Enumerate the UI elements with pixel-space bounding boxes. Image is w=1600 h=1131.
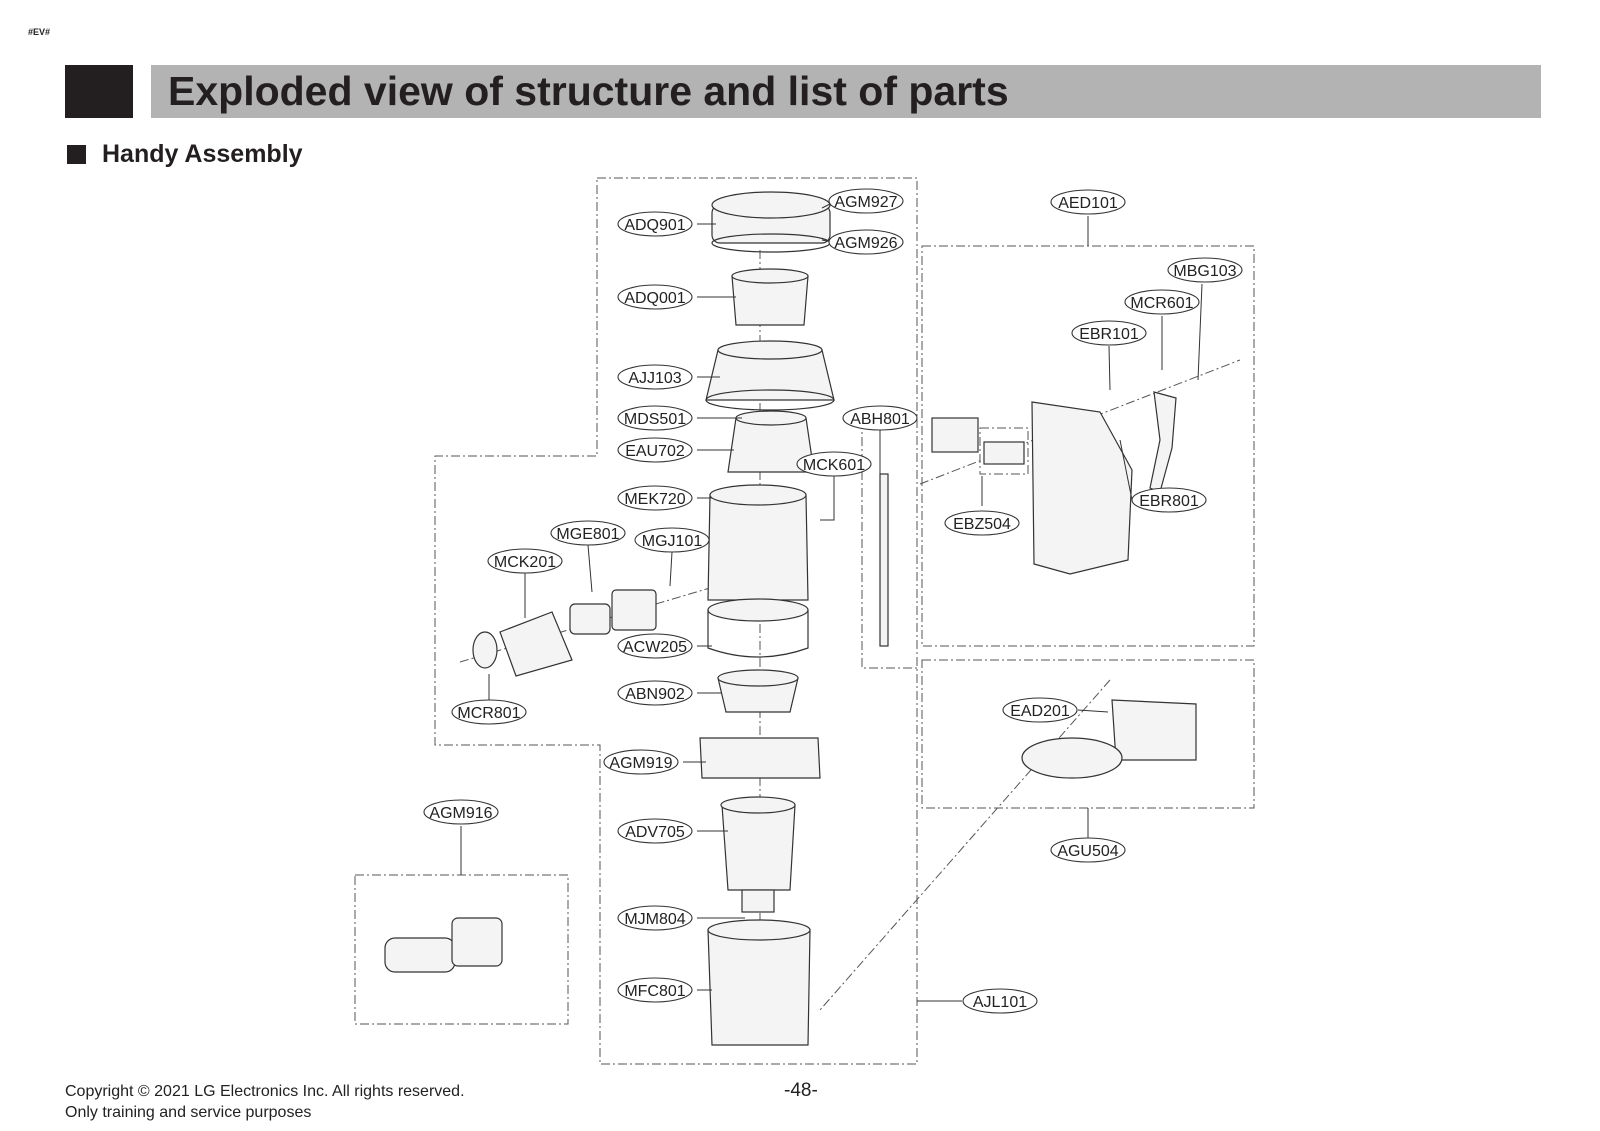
callout-ebr801: EBR801 — [1131, 487, 1207, 513]
callout-mcr801: MCR801 — [451, 699, 527, 725]
callout-mck601: MCK601 — [796, 451, 872, 477]
motor-cover-shape — [705, 340, 835, 411]
label-acw205: ACW205 — [623, 639, 687, 656]
intake-nozzle-shape — [472, 589, 657, 677]
title-accent-block — [65, 65, 133, 118]
callout-abh801: ABH801 — [842, 405, 918, 431]
callout-mge801: MGE801 — [550, 520, 626, 546]
label-agu504: AGU504 — [1057, 843, 1118, 860]
handle-body-shape — [1031, 391, 1177, 575]
leader-lines — [460, 202, 1203, 1002]
label-mge801: MGE801 — [556, 526, 619, 543]
label-ebr101: EBR101 — [1079, 326, 1139, 343]
handle-assembly-boundary — [921, 245, 1255, 647]
part-sketches — [384, 191, 1197, 1046]
page-number: -48- — [784, 1080, 818, 1101]
label-ebr801: EBR801 — [1139, 493, 1199, 510]
callout-mck201: MCK201 — [487, 548, 563, 574]
callout-agm919: AGM919 — [603, 749, 679, 775]
usage-note: Only training and service purposes — [65, 1104, 312, 1121]
callout-adq901: ADQ901 — [617, 211, 693, 237]
section-heading: Handy Assembly — [102, 140, 303, 168]
cyclone-ring-shape — [707, 598, 809, 658]
label-ebz504: EBZ504 — [953, 516, 1011, 533]
callout-aed101: AED101 — [1050, 189, 1126, 215]
callout-agm927: AGM927 — [828, 188, 904, 214]
pcb-detail-boundary — [979, 427, 1029, 475]
page-title: Exploded view of structure and list of p… — [168, 68, 1009, 114]
callout-ebz504: EBZ504 — [944, 510, 1020, 536]
label-agm927: AGM927 — [834, 194, 897, 211]
label-mcr801: MCR801 — [457, 705, 520, 722]
label-agm916: AGM916 — [429, 805, 492, 822]
callout-acw205: ACW205 — [617, 633, 693, 659]
handle-rail-shape — [879, 473, 889, 647]
pcb-shape — [931, 417, 1025, 465]
label-abh801: ABH801 — [850, 411, 910, 428]
handle-rail-boundary — [861, 420, 917, 669]
dust-bin-lower-shape — [707, 919, 811, 1046]
filter-shape — [731, 268, 809, 326]
label-mck201: MCK201 — [494, 554, 556, 571]
label-mds501: MDS501 — [624, 411, 686, 428]
title-bar — [151, 65, 1541, 118]
callout-eau702: EAU702 — [617, 437, 693, 463]
callout-mjm804: MJM804 — [617, 905, 693, 931]
callout-mfc801: MFC801 — [617, 977, 693, 1003]
motor-shape — [727, 410, 815, 473]
battery-case-shape — [1021, 699, 1197, 779]
label-mfc801: MFC801 — [624, 983, 685, 1000]
part-callouts: AGM927 ADQ901 AGM926 ADQ001 AJJ103 MDS50… — [423, 188, 1243, 1014]
callout-mbg103: MBG103 — [1167, 257, 1243, 283]
callout-agu504: AGU504 — [1050, 837, 1126, 863]
callout-ead201: EAD201 — [1002, 697, 1078, 723]
callout-agm926: AGM926 — [828, 229, 904, 255]
callout-adv705: ADV705 — [617, 818, 693, 844]
copyright-text: Copyright © 2021 LG Electronics Inc. All… — [65, 1083, 465, 1100]
label-agm919: AGM919 — [609, 755, 672, 772]
main-assembly-boundary — [434, 177, 918, 1065]
intake-axis — [459, 584, 721, 663]
label-abn902: ABN902 — [625, 686, 685, 703]
inset-boundary — [354, 874, 569, 1025]
label-eau702: EAU702 — [625, 443, 685, 460]
label-mck601: MCK601 — [803, 457, 865, 474]
callout-mcr601: MCR601 — [1124, 289, 1200, 315]
label-mjm804: MJM804 — [624, 911, 685, 928]
inset-nozzle-shape — [384, 917, 503, 973]
label-mgj101: MGJ101 — [642, 533, 703, 550]
callout-ajj103: AJJ103 — [617, 364, 693, 390]
inner-cyclone-shape — [720, 796, 796, 913]
mesh-filter-shape — [717, 669, 799, 713]
exhaust-filter-cover-shape — [711, 191, 831, 253]
label-mcr601: MCR601 — [1130, 295, 1193, 312]
callout-mek720: MEK720 — [617, 485, 693, 511]
assembly-boundaries — [354, 177, 1255, 1065]
callout-abn902: ABN902 — [617, 680, 693, 706]
label-adv705: ADV705 — [625, 824, 685, 841]
bin-lid-shape — [699, 737, 821, 779]
dust-bin-upper-shape — [707, 484, 809, 601]
label-adq001: ADQ001 — [624, 290, 685, 307]
label-aed101: AED101 — [1058, 195, 1118, 212]
document-tag: #EV# — [28, 27, 51, 37]
callout-mds501: MDS501 — [617, 405, 693, 431]
label-agm926: AGM926 — [834, 235, 897, 252]
label-ead201: EAD201 — [1010, 703, 1070, 720]
label-ajj103: AJJ103 — [628, 370, 681, 387]
callout-adq001: ADQ001 — [617, 284, 693, 310]
callout-ebr101: EBR101 — [1071, 320, 1147, 346]
label-mbg103: MBG103 — [1173, 263, 1236, 280]
label-mek720: MEK720 — [624, 491, 685, 508]
callout-ajl101: AJL101 — [962, 988, 1038, 1014]
callout-mgj101: MGJ101 — [634, 527, 710, 553]
callout-agm916: AGM916 — [423, 799, 499, 825]
section-bullet-icon — [67, 145, 86, 164]
battery-link-line — [819, 679, 1111, 1011]
label-adq901: ADQ901 — [624, 217, 685, 234]
label-ajl101: AJL101 — [973, 994, 1027, 1011]
battery-assembly-boundary — [921, 659, 1255, 809]
